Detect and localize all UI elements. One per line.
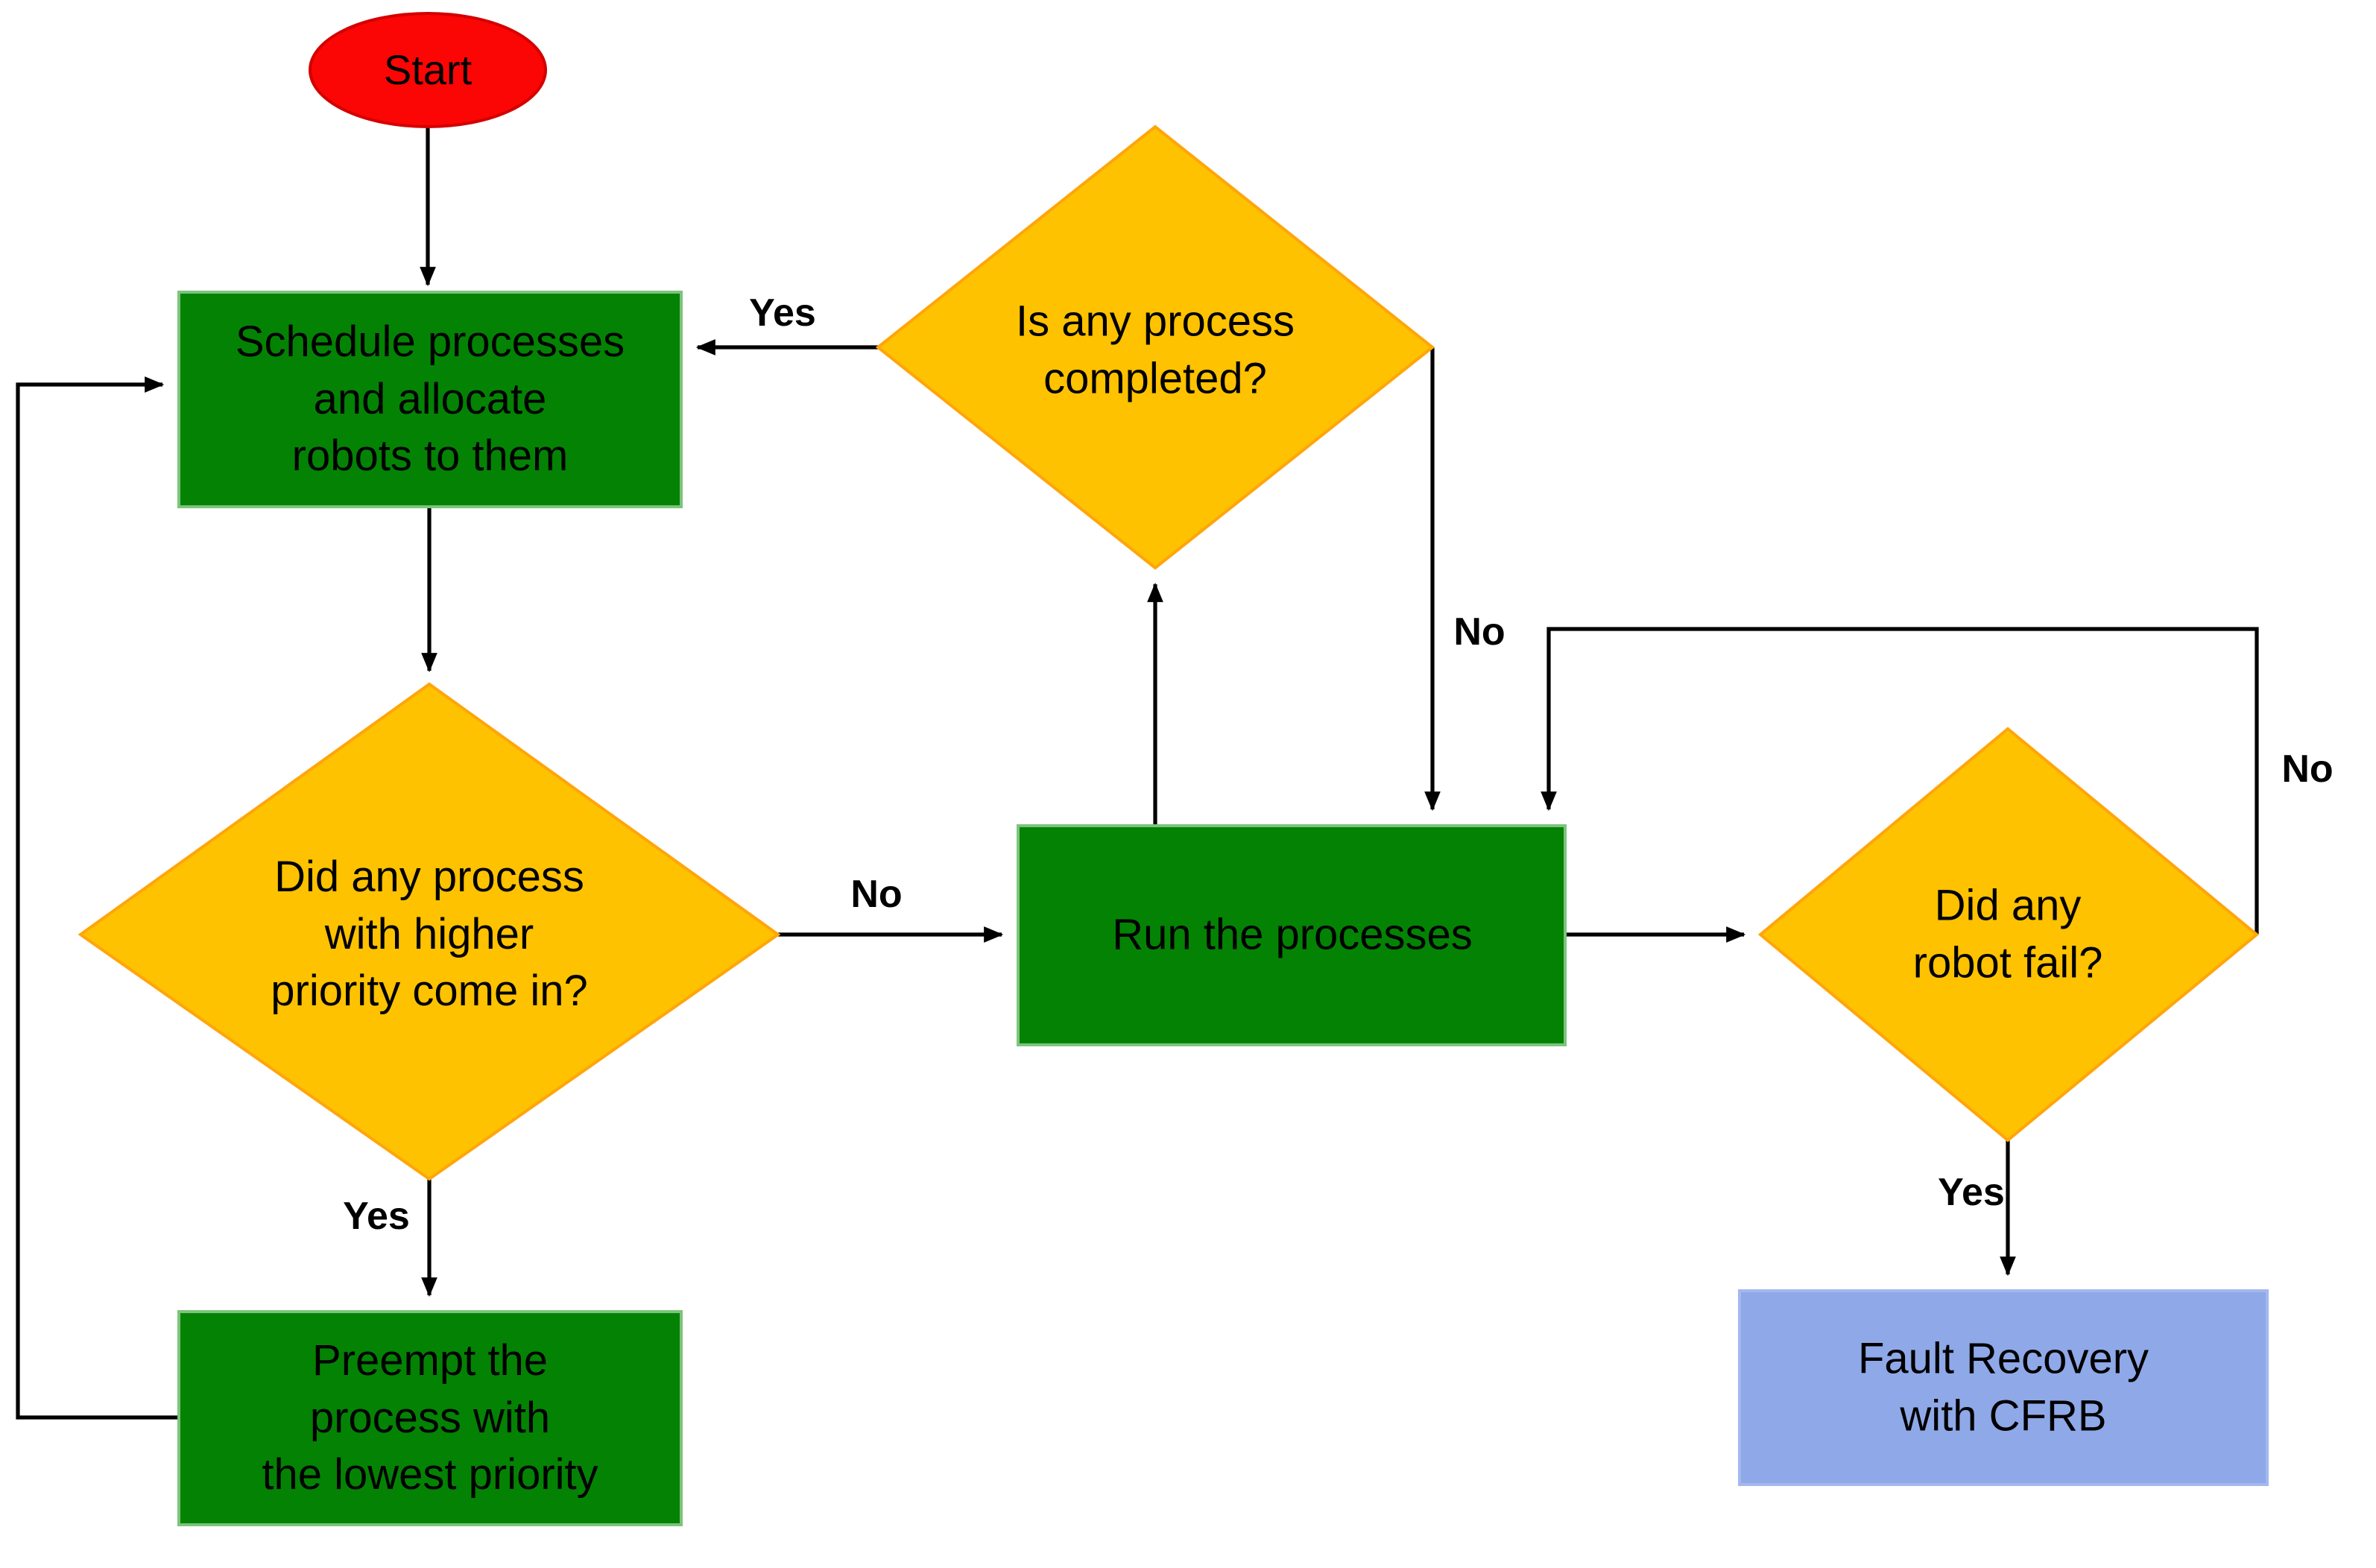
node-label-fail: Did any robot fail? (1912, 881, 2103, 987)
fail-decision-diamond (1757, 727, 2260, 1142)
edge-preempt-loop-to-schedule (16, 376, 179, 1420)
edge-label-complete-no: No (1453, 610, 1505, 654)
start-terminator-shape (309, 12, 547, 128)
node-label-schedule: Schedule processes and allocate robots t… (235, 317, 625, 481)
edge-label-fail-no: No (2281, 747, 2334, 791)
priority-decision-diamond (78, 682, 781, 1181)
node-label-run: Run the processes (1112, 910, 1473, 959)
run-process-box (1017, 824, 1567, 1046)
schedule-process-box (177, 291, 683, 508)
node-label-priority: Did any process with higher priority com… (271, 853, 588, 1016)
complete-decision-diamond (875, 124, 1435, 570)
preempt-process-box (177, 1310, 683, 1526)
edge-label-fail-yes: Yes (1938, 1171, 2005, 1214)
node-label-start: Start (383, 46, 473, 94)
node-label-preempt: Preempt the process with the lowest prio… (262, 1336, 598, 1499)
fault-recovery-box (1738, 1289, 2269, 1486)
edge-label-priority-yes: Yes (343, 1195, 410, 1238)
edge-label-complete-yes: Yes (749, 291, 816, 335)
edge-fail-no-loop-to-run (1541, 627, 2259, 935)
node-label-complete: Is any process completed? (1016, 297, 1295, 402)
node-label-fault: Fault Recovery with CFRB (1857, 1334, 2149, 1440)
edge-label-priority-no: No (850, 873, 903, 916)
